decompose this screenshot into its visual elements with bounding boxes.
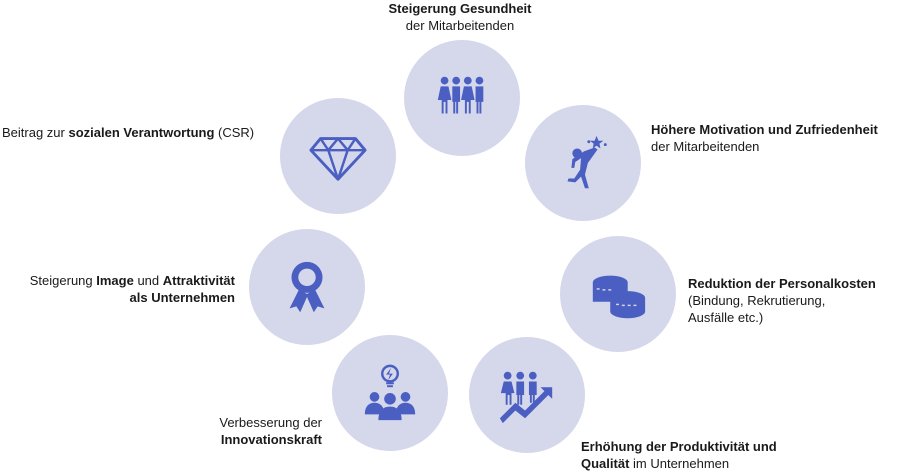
label-bold: als Unternehmen [129, 290, 235, 305]
label-bold: sozialen Verantwortung [68, 125, 215, 140]
label-text: der Mitarbeitenden [651, 139, 760, 154]
label-motivation: Höhere Motivation und Zufriedenheit der … [651, 121, 878, 155]
label-personalkosten: Reduktion der Personalkosten (Bindung, R… [688, 275, 876, 326]
label-text: Verbesserung der [219, 415, 322, 430]
label-bold: Qualität [581, 456, 630, 471]
label-produktivitaet: Erhöhung der Produktivität und Qualität … [581, 438, 777, 471]
label-text: im Unternehmen [629, 456, 730, 471]
label-csr: Beitrag zur sozialen Verantwortung (CSR) [2, 124, 254, 141]
label-bold: Innovationskraft [220, 432, 322, 447]
label-bold: Reduktion der Personalkosten [688, 276, 876, 291]
people-group-icon [404, 40, 520, 156]
jumping-person-star-icon [525, 105, 641, 221]
label-text: Ausfälle etc.) [688, 310, 764, 325]
label-text: (CSR) [214, 125, 255, 140]
label-bold: Höhere Motivation und Zufriedenheit [651, 122, 878, 137]
label-bold: Steigerung Gesundheit [388, 1, 532, 16]
label-image: Steigerung Image und Attraktivität als U… [30, 272, 235, 306]
coins-icon [560, 236, 676, 352]
label-text: Steigerung [29, 273, 97, 288]
label-bold: Attraktivität [162, 273, 235, 288]
label-bold: Image [96, 273, 134, 288]
label-text: Beitrag zur [2, 125, 69, 140]
label-innovation: Verbesserung der Innovationskraft [219, 414, 322, 448]
people-growth-arrow-icon [469, 337, 585, 453]
label-bold: Erhöhung der Produktivität und [581, 439, 777, 454]
team-lightbulb-icon [332, 335, 448, 451]
label-text: (Bindung, Rekrutierung, [688, 293, 826, 308]
award-ribbon-icon [249, 229, 365, 345]
label-text: und [133, 273, 163, 288]
label-text: der Mitarbeitenden [405, 18, 515, 33]
diamond-icon [280, 98, 396, 214]
label-gesundheit: Steigerung Gesundheit der Mitarbeitenden [360, 0, 560, 34]
